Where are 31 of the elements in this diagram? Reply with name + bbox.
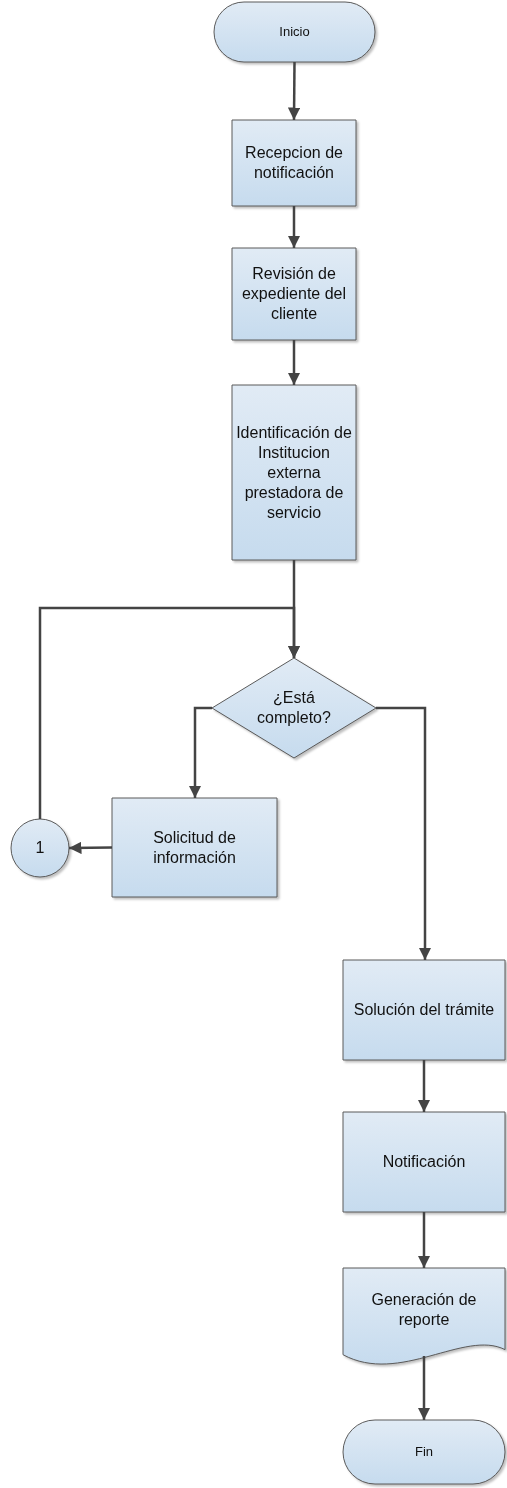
arrow — [376, 706, 432, 960]
terminal-shape — [214, 2, 375, 62]
process-box — [343, 1112, 505, 1212]
node-label: Fin — [413, 1443, 435, 1461]
node-label: Notificación — [381, 1152, 467, 1172]
process-box — [232, 248, 356, 340]
arrow — [417, 1060, 431, 1112]
process-box — [343, 960, 505, 1060]
node-label: Recepcion de notificación — [244, 143, 344, 183]
node-label: Inicio — [278, 23, 311, 41]
arrow — [287, 340, 301, 385]
node-label: Generación de reporte — [370, 1290, 478, 1330]
arrow — [417, 1212, 431, 1268]
node-label: ¿Está completo? — [256, 688, 332, 728]
process-box — [232, 385, 356, 560]
process-box — [232, 120, 356, 206]
arrow — [188, 706, 212, 798]
node-label: Revisión de expediente del cliente — [240, 264, 348, 324]
decision-diamond — [212, 658, 376, 758]
arrow — [287, 206, 301, 248]
node-label: Solicitud de información — [152, 827, 237, 868]
arrow — [287, 62, 301, 120]
connector-circle — [11, 819, 69, 877]
process-box — [112, 798, 277, 897]
arrow — [417, 1356, 431, 1420]
terminal-shape — [343, 1420, 505, 1484]
node-label: Solución del trámite — [352, 1000, 496, 1020]
node-label: Identificación de Institucion externa prestadora de servicio — [235, 422, 353, 523]
arrow — [38, 606, 301, 819]
connector-number: 1 — [34, 838, 46, 858]
arrow — [69, 841, 112, 855]
